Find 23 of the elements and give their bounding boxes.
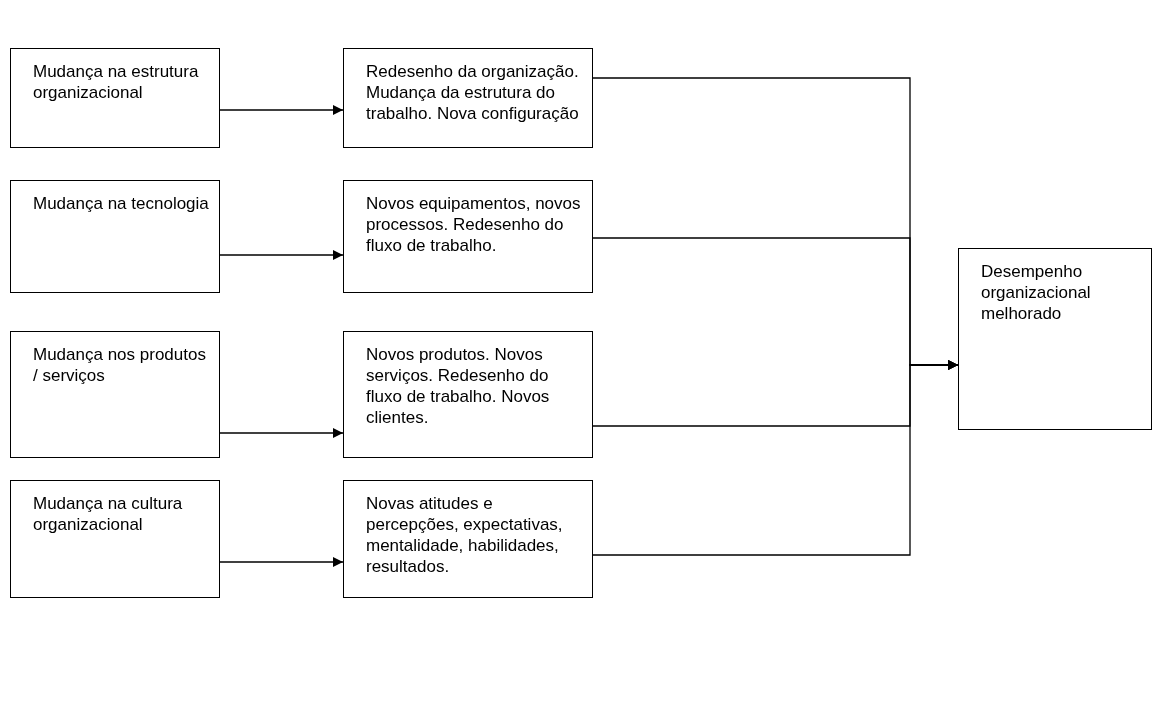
box-text: Mudança na estrutura organizacional <box>33 61 200 103</box>
effect-box <box>343 480 593 598</box>
change-box <box>10 480 220 598</box>
arrow <box>219 250 344 260</box>
effect-box <box>343 48 593 148</box>
change-box <box>10 180 220 293</box>
change-box <box>10 48 220 148</box>
change-box <box>10 331 220 458</box>
effect-box <box>343 331 593 458</box>
box-text: Redesenho da organização. Mudança da estrutura do trabalho. Nova configuração <box>366 61 580 124</box>
result-box <box>958 248 1152 430</box>
box-text: Novas atitudes e percepções, expectativas, mentalidade, habilidades, resultados. <box>366 493 564 577</box>
box-text: Mudança nos produtos / serviços <box>33 344 207 386</box>
box-text: Desempenho organizacional melhorado <box>981 261 1092 324</box>
effect-box <box>343 180 593 293</box>
box-text: Novos produtos. Novos serviços. Redesenho do fluxo de trabalho. Novos clientes. <box>366 344 551 428</box>
arrow <box>219 557 344 567</box>
box-text: Novos equipamentos, novos processos. Redesenho do fluxo de trabalho. <box>366 193 582 256</box>
box-text: Mudança na tecnologia <box>33 193 209 214</box>
arrow <box>219 105 344 115</box>
arrow <box>592 360 959 556</box>
box-text: Mudança na cultura organizacional <box>33 493 184 535</box>
arrow <box>219 428 344 438</box>
